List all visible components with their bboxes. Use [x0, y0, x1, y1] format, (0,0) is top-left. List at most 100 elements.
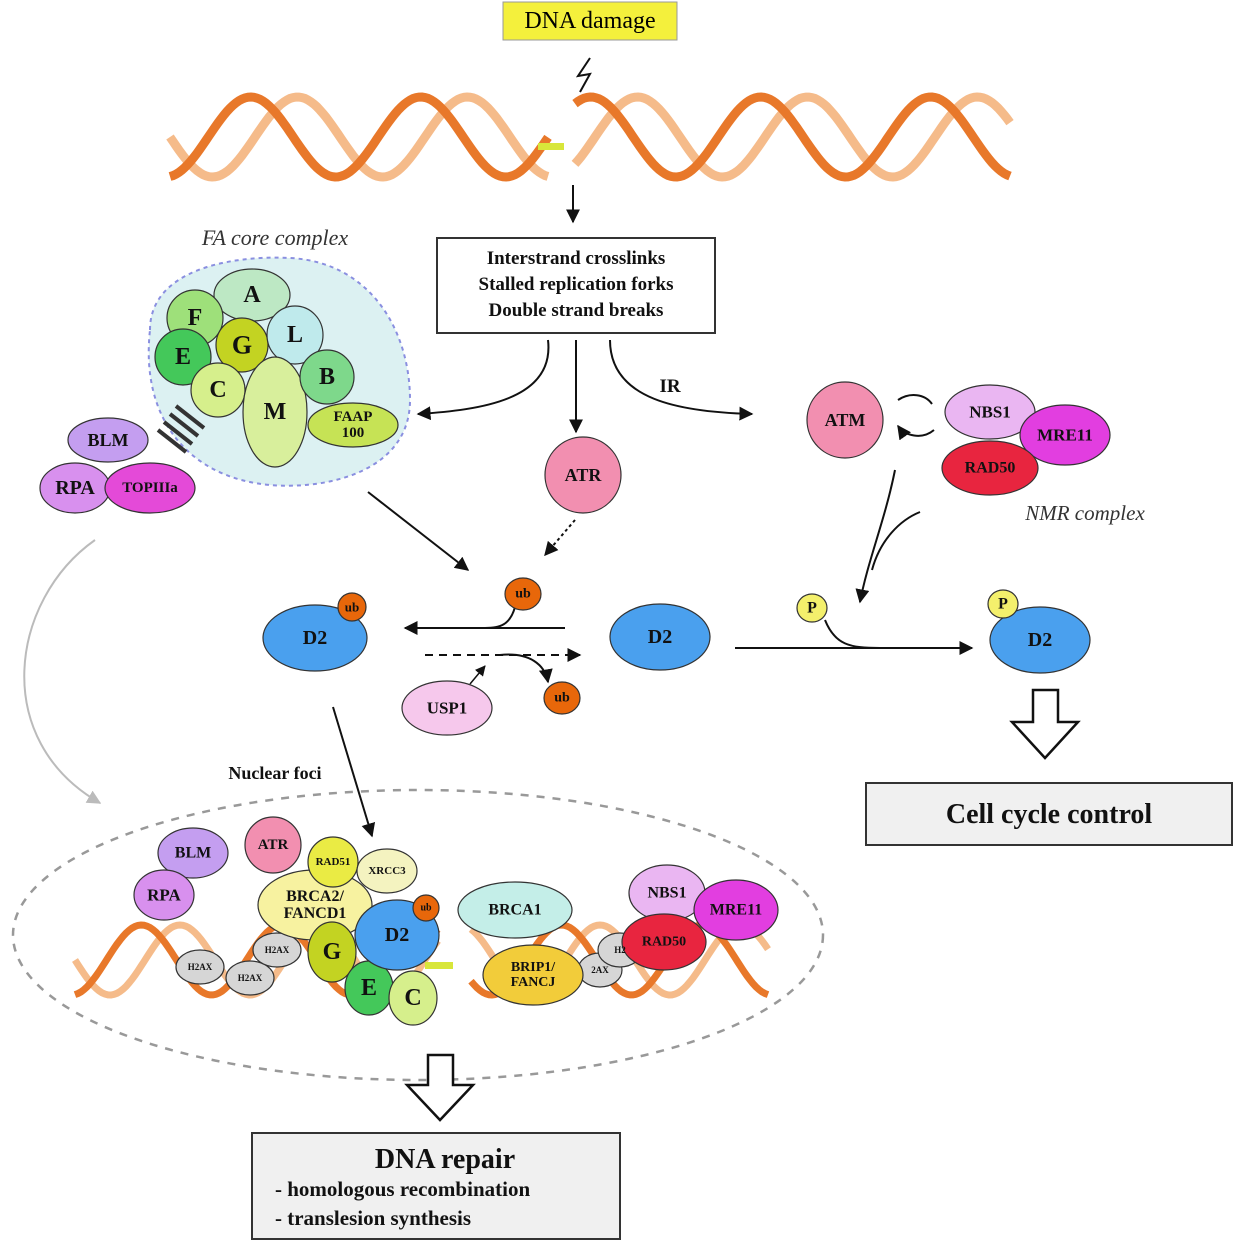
- protein-label-d2-right: D2: [1028, 629, 1052, 651]
- protein-label-fa-B: B: [319, 364, 335, 390]
- protein-atr: [544, 436, 622, 514]
- grey-arrow-blm-to-foci: [23, 539, 102, 804]
- protein-label-f-h2ax3: H2AX: [265, 945, 290, 955]
- protein-rad50: [941, 440, 1039, 496]
- hollow-arrow-dna-repair: [404, 1053, 476, 1122]
- protein-ub-free: [543, 681, 581, 715]
- protein-label-f-h2ax5: H2: [614, 945, 626, 955]
- protein-f-h2ax3: [252, 932, 302, 968]
- nuclear-foci-label: Nuclear foci: [228, 763, 321, 783]
- protein-label-p-free: P: [807, 600, 817, 617]
- protein-usp1: [401, 680, 493, 736]
- protein-ub-top: [504, 577, 542, 611]
- nuclear-foci-boundary: [11, 788, 825, 1082]
- protein-f-atr: [244, 816, 302, 874]
- protein-f-rad50: [621, 913, 707, 971]
- dna-repair-item: - translesion synthesis: [275, 1206, 471, 1230]
- protein-label-fa-FAAP100: FAAP: [334, 409, 373, 425]
- protein-label-f-c: C: [404, 985, 421, 1011]
- protein-label-fa-C: C: [209, 377, 226, 403]
- dna-damage-box: [502, 1, 678, 41]
- lightning-icon: [575, 57, 592, 93]
- arrow-atr-to-d2: [544, 519, 576, 557]
- protein-d2-right: [989, 606, 1091, 674]
- protein-label-atr: ATR: [565, 465, 603, 485]
- protein-atm: [806, 381, 884, 459]
- protein-label-fa-FAAP100: 100: [342, 425, 365, 441]
- protein-label-f-brca2: FANCD1: [284, 905, 347, 922]
- lesion-item: Interstrand crosslinks: [487, 248, 666, 269]
- protein-fa-FAAP100: [307, 402, 399, 448]
- protein-topiiia: [104, 462, 196, 514]
- cell-cycle-label: Cell cycle control: [946, 799, 1153, 830]
- protein-p-free: [796, 593, 828, 623]
- protein-label-fa-F: F: [188, 305, 203, 331]
- protein-label-nbs1: NBS1: [969, 403, 1011, 422]
- protein-label-p-right: P: [998, 596, 1008, 613]
- protein-label-f-g: G: [323, 939, 342, 965]
- protein-label-f-h2ax2: H2AX: [238, 973, 263, 983]
- crosslink-mark: [425, 962, 453, 969]
- protein-f-xrcc3: [356, 848, 418, 894]
- protein-f-brip1: [482, 944, 584, 1006]
- protein-f-h2ax1: [175, 949, 225, 985]
- dna-strand: [168, 92, 1012, 182]
- usp1-arrow: [469, 665, 486, 685]
- protein-ub-left: [337, 592, 367, 622]
- protein-label-f-rad50: RAD50: [642, 935, 686, 950]
- protein-label-fa-G: G: [232, 331, 252, 360]
- protein-fa-M: [242, 356, 308, 468]
- arrow-to-atm: [609, 339, 754, 421]
- protein-f-rpa: [133, 869, 195, 921]
- protein-label-f-xrcc3: XRCC3: [368, 865, 406, 877]
- protein-label-fa-E: E: [175, 344, 191, 370]
- protein-fa-E: [154, 328, 212, 386]
- protein-blm: [67, 417, 149, 463]
- dna-repair-item: - homologous recombination: [275, 1177, 530, 1201]
- protein-label-f-brip1: BRIP1/: [511, 960, 556, 975]
- crosslink-mark: [538, 143, 564, 150]
- protein-label-fa-A: A: [243, 282, 261, 308]
- dna-helix-top: [166, 92, 1014, 182]
- ub-attach-line: [484, 606, 516, 629]
- dna-damage-label: DNA damage: [524, 8, 655, 34]
- protein-d2-left: [262, 604, 368, 672]
- protein-label-ub-left: ub: [345, 600, 359, 615]
- protein-f-c: [388, 970, 438, 1026]
- blm-link-bars-icon: [156, 404, 206, 454]
- protein-label-blm: BLM: [87, 430, 128, 450]
- protein-label-atm: ATM: [825, 410, 866, 430]
- fa-core-complex-label: FA core complex: [201, 225, 348, 250]
- protein-label-f-e: E: [361, 975, 377, 1001]
- p-attach-line: [824, 619, 881, 649]
- lesion-item: Stalled replication forks: [479, 274, 674, 295]
- protein-d2-mid: [609, 603, 711, 671]
- protein-p-right: [987, 589, 1019, 619]
- nmr-joining-line: [871, 511, 921, 571]
- protein-label-f-brca1: BRCA1: [488, 902, 541, 919]
- ub-release-line: [499, 653, 553, 684]
- protein-label-f-h2ax4: 2AX: [591, 965, 609, 975]
- hollow-arrow-cell-cycle: [1009, 688, 1081, 760]
- protein-label-f-d2: D2: [385, 924, 409, 946]
- protein-f-h2ax2: [225, 960, 275, 996]
- protein-label-fa-L: L: [287, 322, 303, 348]
- protein-label-f-ub: ub: [420, 903, 432, 914]
- dna-repair-box: [251, 1132, 621, 1240]
- arrow-atm-to-p: [855, 469, 896, 604]
- lesion-item: Double strand breaks: [489, 300, 664, 321]
- protein-label-f-rad51: RAD51: [316, 856, 351, 868]
- arrow-d2-to-foci: [332, 706, 376, 838]
- protein-label-topiiia: TOPIIIa: [122, 480, 178, 496]
- protein-label-f-h2ax1: H2AX: [188, 962, 213, 972]
- ir-label: IR: [659, 376, 680, 397]
- nmr-complex-label: NMR complex: [1024, 501, 1145, 525]
- protein-fa-B: [299, 349, 355, 405]
- protein-label-f-blm: BLM: [175, 845, 211, 862]
- protein-label-f-brip1: FANCJ: [511, 975, 556, 990]
- protein-label-f-atr: ATR: [258, 837, 289, 853]
- protein-label-usp1: USP1: [427, 699, 468, 718]
- protein-f-mre11: [693, 879, 779, 941]
